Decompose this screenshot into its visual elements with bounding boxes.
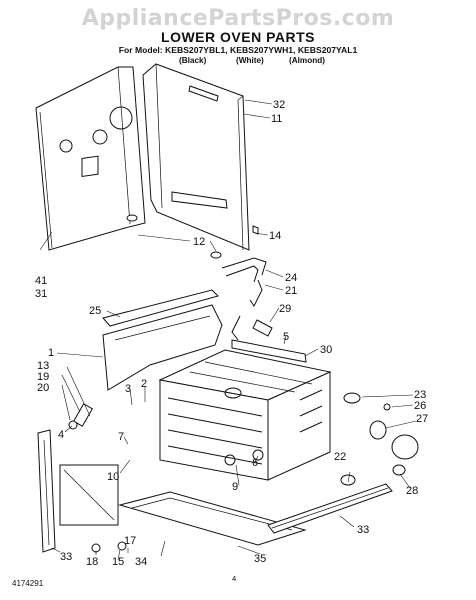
callout-1: 1 bbox=[48, 347, 54, 359]
model-list: For Model: KEBS207YBL1, KEBS207YWH1, KEB… bbox=[118, 45, 358, 55]
callout-34: 33 bbox=[357, 524, 369, 536]
callout-19: 19 bbox=[37, 371, 49, 383]
callout-35: 34 bbox=[135, 556, 147, 568]
page-number: 4 bbox=[232, 574, 237, 583]
left-side-panel bbox=[35, 66, 146, 251]
diagram-title: LOWER OVEN PARTS bbox=[161, 29, 315, 45]
callout-24: 24 bbox=[285, 272, 297, 284]
callout-12: 12 bbox=[193, 236, 205, 248]
oven-cavity bbox=[158, 339, 332, 481]
rear-panel bbox=[126, 63, 259, 259]
callout-30: 30 bbox=[320, 344, 332, 356]
part-callouts: 32 11 12 14 41 31 24 21 29 5 30 25 1 13 … bbox=[35, 99, 428, 568]
vent-tube bbox=[221, 257, 273, 341]
document-number: 4174291 bbox=[12, 579, 44, 588]
callout-22: 22 bbox=[334, 451, 346, 463]
burner-assembly bbox=[59, 403, 127, 553]
callout-9: 9 bbox=[232, 481, 238, 493]
callout-15: 15 bbox=[112, 556, 124, 568]
callout-20: 20 bbox=[37, 382, 49, 394]
callout-6: 6 bbox=[252, 457, 258, 469]
callout-41: 41 bbox=[35, 275, 47, 287]
callout-3: 3 bbox=[125, 383, 131, 395]
leader-lines bbox=[39, 99, 417, 561]
callout-13: 13 bbox=[37, 360, 49, 372]
right-side-parts bbox=[340, 392, 419, 486]
callout-26: 26 bbox=[414, 400, 426, 412]
callout-28: 28 bbox=[406, 485, 418, 497]
callout-33: 33 bbox=[60, 551, 72, 563]
callout-27: 27 bbox=[416, 413, 428, 425]
callout-7: 7 bbox=[118, 431, 124, 443]
watermark: AppliancePartsPros.com bbox=[81, 6, 395, 31]
color-white: (White) bbox=[236, 56, 264, 65]
callout-25: 25 bbox=[89, 305, 101, 317]
callout-4: 4 bbox=[58, 429, 64, 441]
callout-11: 11 bbox=[271, 113, 282, 125]
color-black: (Black) bbox=[179, 56, 207, 65]
toe-kick bbox=[267, 483, 393, 534]
callout-5: 5 bbox=[283, 331, 289, 343]
callout-14: 14 bbox=[269, 230, 281, 242]
callout-29: 29 bbox=[279, 303, 291, 315]
callout-17: 17 bbox=[124, 535, 136, 547]
callout-10: 10 bbox=[107, 471, 119, 483]
callout-23: 23 bbox=[414, 389, 426, 401]
callout-2: 2 bbox=[141, 378, 147, 390]
hinge-bracket bbox=[37, 429, 56, 553]
base-pan bbox=[118, 491, 307, 546]
callout-21: 21 bbox=[285, 285, 297, 297]
callout-32: 32 bbox=[273, 99, 285, 111]
callout-31: 31 bbox=[35, 288, 47, 300]
color-almond: (Almond) bbox=[289, 56, 325, 65]
callout-37: 35 bbox=[254, 553, 266, 565]
front-frame bbox=[102, 289, 223, 391]
callout-18: 18 bbox=[86, 556, 98, 568]
